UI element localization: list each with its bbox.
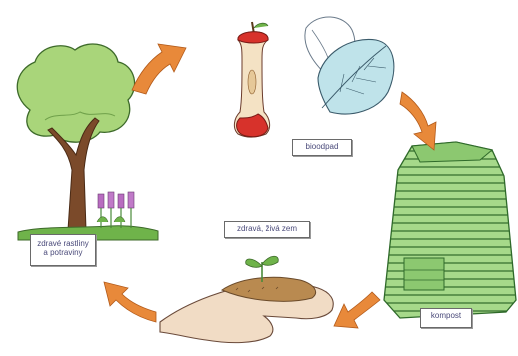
arrow-hand-to-tree: [104, 282, 156, 322]
arrow-leaves-to-compost: [400, 92, 436, 150]
arrow-compost-to-hand: [334, 292, 380, 328]
tree-foliage: [17, 44, 134, 142]
apple-core-icon: [234, 22, 269, 137]
arrow-tree-to-core: [132, 44, 186, 94]
label-compost: kompost: [420, 308, 472, 328]
leaves-icon: [305, 17, 394, 114]
label-biowaste: bioodpad: [292, 139, 352, 156]
compost-bin-icon: [384, 142, 516, 318]
flowers-icon: [97, 192, 134, 228]
label-healthy-soil: zdravá, živá zem: [224, 221, 310, 238]
label-healthy-plants: zdravé rastliny a potraviny: [30, 234, 96, 266]
tree-illustration: [17, 44, 158, 240]
hand-with-soil-icon: [160, 256, 333, 342]
